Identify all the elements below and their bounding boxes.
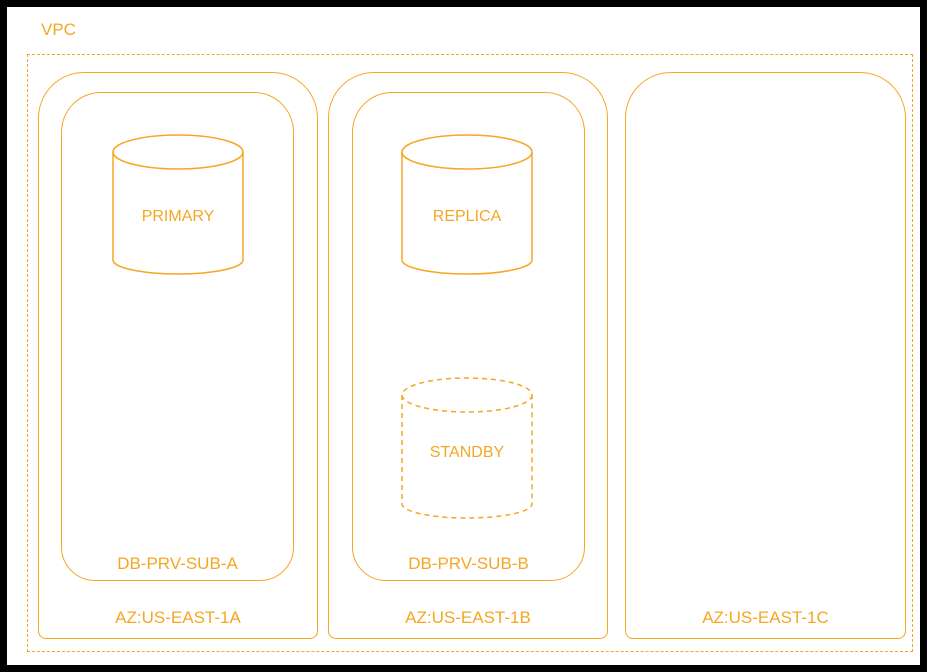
diagram-frame xyxy=(7,7,920,665)
database-cylinder-icon xyxy=(401,134,533,275)
availability-zone-a xyxy=(38,72,318,639)
subnet-a xyxy=(61,92,294,581)
database-cylinder-icon xyxy=(401,377,533,519)
subnet-b xyxy=(352,92,585,581)
database-cylinder-icon xyxy=(112,134,244,275)
database-label-replica: REPLICA xyxy=(432,208,502,225)
az-label-a: AZ:US-EAST-1A xyxy=(115,608,241,627)
subnet-label-b: DB-PRV-SUB-B xyxy=(408,554,529,573)
availability-zone-b xyxy=(328,72,608,639)
vpc-label: VPC xyxy=(41,20,76,39)
subnet-label-a: DB-PRV-SUB-A xyxy=(117,554,238,573)
az-label-c: AZ:US-EAST-1C xyxy=(702,608,829,627)
database-label-primary: PRIMARY xyxy=(141,208,215,225)
vpc-boundary xyxy=(27,54,913,652)
database-label-standby: STANDBY xyxy=(429,444,505,461)
availability-zone-c xyxy=(625,72,906,639)
az-label-b: AZ:US-EAST-1B xyxy=(405,608,531,627)
